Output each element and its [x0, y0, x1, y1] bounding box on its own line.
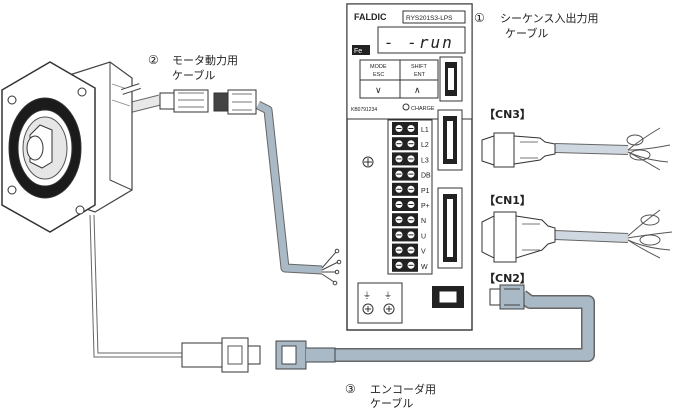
encoder-cable-drive-side	[335, 290, 595, 362]
label-3-line1: エンコーダ用	[370, 382, 436, 396]
terminal-l3: L3	[392, 152, 429, 166]
terminal-label: N	[421, 218, 426, 225]
shift-ent-button[interactable]: SHIFT ENT	[399, 59, 439, 81]
terminal-label: L1	[421, 127, 429, 134]
cn2-label: 【CN2】	[484, 272, 531, 285]
terminal-label: L3	[421, 157, 429, 164]
label-1-number: ①	[474, 11, 485, 25]
cn3-cable	[554, 127, 671, 171]
terminal-db: DB	[392, 167, 431, 181]
svg-text:∨: ∨	[375, 85, 382, 95]
svg-text:SHIFT: SHIFT	[411, 64, 428, 70]
cn1-label: 【CN1】	[484, 194, 531, 207]
terminal-label: L2	[421, 142, 429, 149]
svg-text:ENT: ENT	[414, 72, 426, 78]
label-2-line2: ケーブル	[172, 68, 215, 82]
servo-motor	[1, 61, 141, 233]
svg-text:⏚: ⏚	[363, 291, 371, 300]
drive-display: - -run	[384, 33, 454, 52]
terminal-label: P+	[421, 203, 430, 210]
cn2-connector	[489, 284, 525, 310]
label-1-line1: シーケンス入出力用	[500, 11, 598, 25]
encoder-connector	[181, 337, 336, 373]
label-3-number: ③	[345, 382, 356, 396]
motor-power-cable	[126, 94, 342, 286]
terminal-v: V	[392, 243, 426, 257]
down-button[interactable]: ∨	[359, 79, 401, 99]
terminal-u: U	[392, 228, 426, 242]
terminal-l1: L1	[392, 122, 429, 135]
charge-label: CHARGE	[411, 106, 435, 112]
cn3-connector	[481, 132, 556, 168]
label-2-number: ②	[148, 53, 159, 67]
servo-drive: FALDIC RYS201S3-LPS - -run Fe MODE ESC S…	[346, 3, 473, 331]
label-3-line2: ケーブル	[370, 396, 413, 410]
terminal-label: U	[421, 233, 426, 240]
terminal-label: W	[421, 264, 428, 271]
cn1-connector	[481, 211, 556, 263]
terminal-label: P1	[421, 188, 430, 195]
terminal-label: V	[421, 249, 426, 256]
drive-model: RYS201S3-LPS	[406, 15, 453, 22]
label-2-line1: モータ動力用	[172, 53, 238, 67]
cn3-label: 【CN3】	[484, 108, 531, 121]
terminal-label: DB	[421, 173, 431, 180]
terminal-l2: L2	[392, 137, 429, 151]
cn1-cable	[554, 209, 673, 259]
mode-esc-button[interactable]: MODE ESC	[359, 59, 401, 81]
label-1-line2: ケーブル	[505, 26, 548, 40]
up-button[interactable]: ∧	[399, 79, 439, 99]
terminal-n: N	[392, 213, 426, 227]
drive-brand: FALDIC	[354, 12, 387, 22]
terminal-w: W	[392, 258, 428, 272]
terminal-pplus: P+	[392, 198, 430, 211]
fe-logo: Fe	[354, 48, 362, 55]
serial-number: KB0791234	[351, 107, 377, 113]
svg-text:MODE: MODE	[370, 64, 387, 70]
motor-power-connector	[159, 89, 257, 115]
terminal-p1: P1	[392, 182, 430, 196]
svg-text:∧: ∧	[414, 85, 421, 95]
svg-text:ESC: ESC	[373, 72, 384, 78]
svg-text:⏚: ⏚	[384, 291, 392, 300]
encoder-cable-motor-side	[89, 214, 190, 358]
